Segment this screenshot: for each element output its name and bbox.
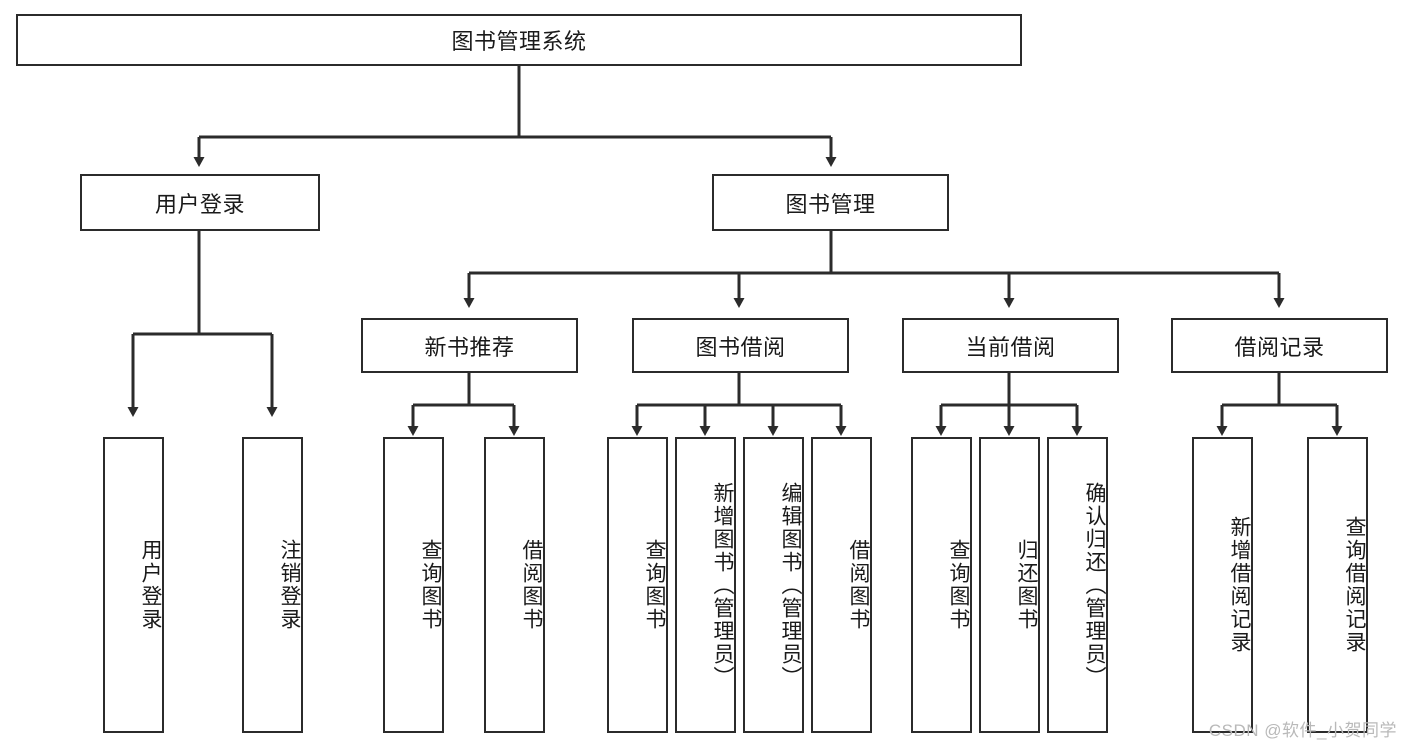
node-leaf-edit-book[interactable]: 编辑图书（管理员）: [743, 437, 804, 733]
node-leaf-query-record-label: 查询借阅记录: [1343, 516, 1366, 654]
node-leaf-add-record-label: 新增借阅记录: [1228, 516, 1251, 654]
node-leaf-return-book[interactable]: 归还图书: [979, 437, 1040, 733]
node-user-login[interactable]: 用户登录: [80, 174, 320, 231]
node-leaf-confirm-return[interactable]: 确认归还（管理员）: [1047, 437, 1108, 733]
node-leaf-query-book-1[interactable]: 查询图书: [383, 437, 444, 733]
node-leaf-query-book-2[interactable]: 查询图书: [607, 437, 668, 733]
node-leaf-edit-book-label: 编辑图书（管理员）: [779, 481, 802, 689]
node-root-label: 图书管理系统: [451, 29, 587, 54]
node-book-borrow[interactable]: 图书借阅: [632, 318, 849, 373]
node-leaf-borrow-book-2-label: 借阅图书: [847, 539, 870, 631]
node-leaf-add-book[interactable]: 新增图书（管理员）: [675, 437, 736, 733]
node-current-borrow[interactable]: 当前借阅: [902, 318, 1119, 373]
node-leaf-query-book-3[interactable]: 查询图书: [911, 437, 972, 733]
node-leaf-user-login-label: 用户登录: [139, 539, 162, 631]
node-leaf-user-logout[interactable]: 注销登录: [242, 437, 303, 733]
node-leaf-borrow-book-1-label: 借阅图书: [520, 539, 543, 631]
node-leaf-query-book-1-label: 查询图书: [419, 539, 442, 631]
node-borrow-record-label: 借阅记录: [1234, 334, 1325, 360]
node-leaf-return-book-label: 归还图书: [1015, 539, 1038, 631]
node-new-book-recommend[interactable]: 新书推荐: [361, 318, 578, 373]
node-new-book-recommend-label: 新书推荐: [424, 334, 515, 360]
node-leaf-add-record[interactable]: 新增借阅记录: [1192, 437, 1253, 733]
node-leaf-query-record[interactable]: 查询借阅记录: [1307, 437, 1368, 733]
node-root[interactable]: 图书管理系统: [16, 14, 1022, 66]
node-leaf-user-logout-label: 注销登录: [278, 539, 301, 631]
node-book-manage[interactable]: 图书管理: [712, 174, 949, 231]
node-current-borrow-label: 当前借阅: [965, 334, 1056, 360]
node-borrow-record[interactable]: 借阅记录: [1171, 318, 1388, 373]
node-book-manage-label: 图书管理: [785, 191, 876, 217]
node-leaf-query-book-2-label: 查询图书: [643, 539, 666, 631]
watermark: CSDN @软件_小贺同学: [1208, 721, 1397, 740]
node-leaf-borrow-book-2[interactable]: 借阅图书: [811, 437, 872, 733]
node-user-login-label: 用户登录: [154, 191, 245, 217]
node-leaf-confirm-return-label: 确认归还（管理员）: [1083, 481, 1106, 689]
node-leaf-user-login[interactable]: 用户登录: [103, 437, 164, 733]
node-leaf-borrow-book-1[interactable]: 借阅图书: [484, 437, 545, 733]
node-book-borrow-label: 图书借阅: [695, 334, 786, 360]
node-leaf-query-book-3-label: 查询图书: [947, 539, 970, 631]
node-leaf-add-book-label: 新增图书（管理员）: [711, 481, 734, 689]
